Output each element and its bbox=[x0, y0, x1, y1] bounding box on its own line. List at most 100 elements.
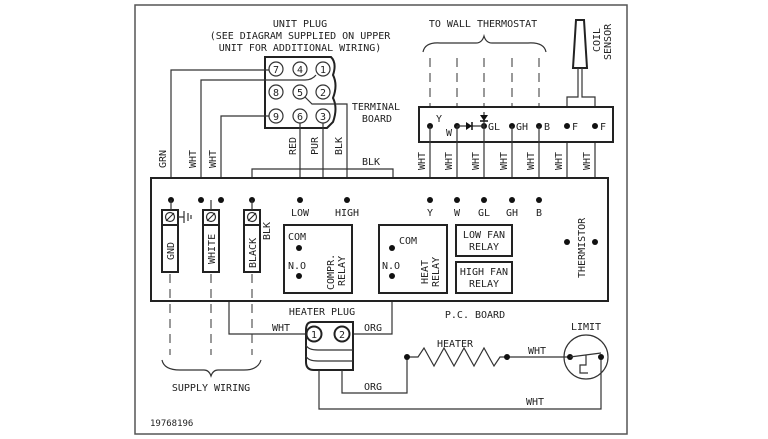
pin-1 bbox=[315, 61, 331, 77]
diagram-mark bbox=[318, 357, 602, 410]
connection-label: B bbox=[536, 208, 542, 219]
terminal-label: B bbox=[544, 122, 550, 133]
pc-board-label: P.C. BOARD bbox=[445, 310, 505, 321]
wire-label-wht: WHT bbox=[554, 152, 565, 170]
diagram-mark bbox=[598, 354, 604, 360]
diagram-mark bbox=[427, 197, 433, 203]
terminal-board-label: TERMINAL bbox=[352, 102, 400, 113]
thermostat-wire-labels: WHT WHT WHT WHT WHT WHT WHT bbox=[417, 152, 593, 170]
pin-2 bbox=[315, 84, 331, 100]
diagram-mark bbox=[378, 224, 448, 294]
diagram-mark bbox=[165, 212, 175, 222]
terminal-board-label: BOARD bbox=[362, 114, 392, 125]
relay-label: RELAY bbox=[469, 279, 499, 290]
pin-7 bbox=[268, 61, 284, 77]
relay-label: HEAT bbox=[420, 260, 431, 284]
connection-label: GH bbox=[506, 208, 518, 219]
diagram-mark bbox=[305, 344, 353, 362]
unit-plug-note: (SEE DIAGRAM SUPPLIED ON UPPER bbox=[210, 31, 392, 42]
wire-label-blk: BLK bbox=[362, 157, 380, 168]
screw-icon bbox=[164, 211, 176, 223]
diagram-mark bbox=[569, 352, 602, 374]
wire-label-org: ORG bbox=[364, 323, 382, 334]
unit-plug-body bbox=[264, 56, 337, 129]
terminal-label-gnd: GND bbox=[166, 242, 177, 260]
connection-label: LOW bbox=[291, 208, 310, 219]
heater-plug-label: HEATER PLUG bbox=[289, 307, 355, 318]
diagram-mark bbox=[389, 273, 395, 279]
pin-label: 9 bbox=[273, 112, 279, 123]
low-fan-relay: LOW FAN RELAY bbox=[455, 224, 513, 257]
wire-label-wht: WHT bbox=[499, 152, 510, 170]
terminal-board bbox=[418, 106, 614, 143]
coil-sensor-icon bbox=[571, 19, 589, 69]
terminal-label: F bbox=[600, 122, 606, 133]
pc-board-connection-labels: LOW HIGH Y W GL GH B bbox=[291, 208, 542, 219]
limit-label: LIMIT bbox=[571, 322, 601, 333]
diagram-mark bbox=[305, 325, 323, 343]
diagram-mark bbox=[170, 69, 269, 200]
wire-label-org: ORG bbox=[364, 382, 382, 393]
relay-com-label: COM bbox=[399, 236, 417, 247]
terminal-board-terminals: Y W GL GH B F F bbox=[427, 112, 606, 139]
supply-terminal-blocks: GND WHITE BLACK BLK bbox=[161, 200, 273, 273]
terminal-label-black: BLACK bbox=[248, 238, 259, 268]
limit-switch-icon bbox=[563, 334, 609, 380]
diagram-mark bbox=[220, 115, 269, 200]
diagram-mark bbox=[247, 212, 257, 222]
relay-label: HIGH FAN bbox=[460, 267, 508, 278]
connection-label: W bbox=[454, 208, 461, 219]
diagram-mark bbox=[592, 239, 598, 245]
terminal-label: W bbox=[446, 128, 453, 139]
diagram-mark bbox=[592, 123, 598, 129]
terminal-label: F bbox=[572, 122, 578, 133]
unit-plug: UNIT PLUG (SEE DIAGRAM SUPPLIED ON UPPER… bbox=[210, 19, 392, 129]
diagram-mark bbox=[454, 197, 460, 203]
outer-frame bbox=[134, 4, 628, 435]
supply-brace bbox=[161, 359, 262, 378]
wire-label-wht: WHT bbox=[526, 397, 544, 408]
wire-label-wht: WHT bbox=[417, 152, 428, 170]
diagram-number: 19768196 bbox=[150, 419, 193, 429]
diagram-mark bbox=[481, 197, 487, 203]
terminal-label: Y bbox=[436, 114, 442, 125]
screw-icon bbox=[205, 211, 217, 223]
pin-label: 5 bbox=[297, 88, 303, 99]
heater-circuit: HEATER LIMIT WHT ORG WHT bbox=[318, 322, 609, 410]
diagram-mark bbox=[296, 273, 302, 279]
coil-sensor-wires bbox=[566, 68, 596, 242]
diagram-mark bbox=[304, 96, 348, 200]
wire-label-blk: BLK bbox=[334, 137, 345, 155]
diagram-mark bbox=[218, 197, 224, 203]
diagram-mark bbox=[198, 197, 204, 203]
pin-4 bbox=[292, 61, 308, 77]
diagram-mark bbox=[564, 239, 570, 245]
terminal-label: GH bbox=[516, 122, 528, 133]
terminal-gnd bbox=[161, 209, 179, 273]
thermistor-label: THERMISTOR bbox=[577, 217, 588, 278]
thermostat-label: TO WALL THERMOSTAT bbox=[429, 19, 537, 30]
pin-label: 6 bbox=[297, 112, 303, 123]
wire-label-wht: WHT bbox=[272, 323, 290, 334]
relay-no-label: N.O bbox=[288, 261, 306, 272]
heater-plug-pin: 1 bbox=[311, 330, 317, 341]
diagram-mark bbox=[200, 74, 317, 200]
coil-sensor-label: COIL bbox=[592, 28, 603, 52]
wire-label-wht: WHT bbox=[528, 346, 546, 357]
pin-8 bbox=[268, 84, 284, 100]
diagram-mark bbox=[389, 245, 395, 251]
diagram-mark bbox=[504, 354, 510, 360]
diagram-mark bbox=[404, 354, 410, 360]
diagram-mark bbox=[206, 212, 216, 222]
wire-label-wht: WHT bbox=[582, 152, 593, 170]
wire-label-wht: WHT bbox=[471, 152, 482, 170]
ground-icon bbox=[178, 211, 192, 223]
relay-label: RELAY bbox=[431, 257, 442, 287]
supply-wiring-label: SUPPLY WIRING bbox=[172, 383, 250, 394]
heater-plug: HEATER PLUG 1 2 bbox=[289, 307, 355, 371]
unit-plug-pins: 7 4 1 8 5 2 9 6 3 bbox=[268, 61, 331, 124]
connection-label: GL bbox=[478, 208, 490, 219]
pc-board-connection-dots bbox=[168, 197, 598, 245]
supply-wiring: SUPPLY WIRING bbox=[161, 274, 262, 394]
